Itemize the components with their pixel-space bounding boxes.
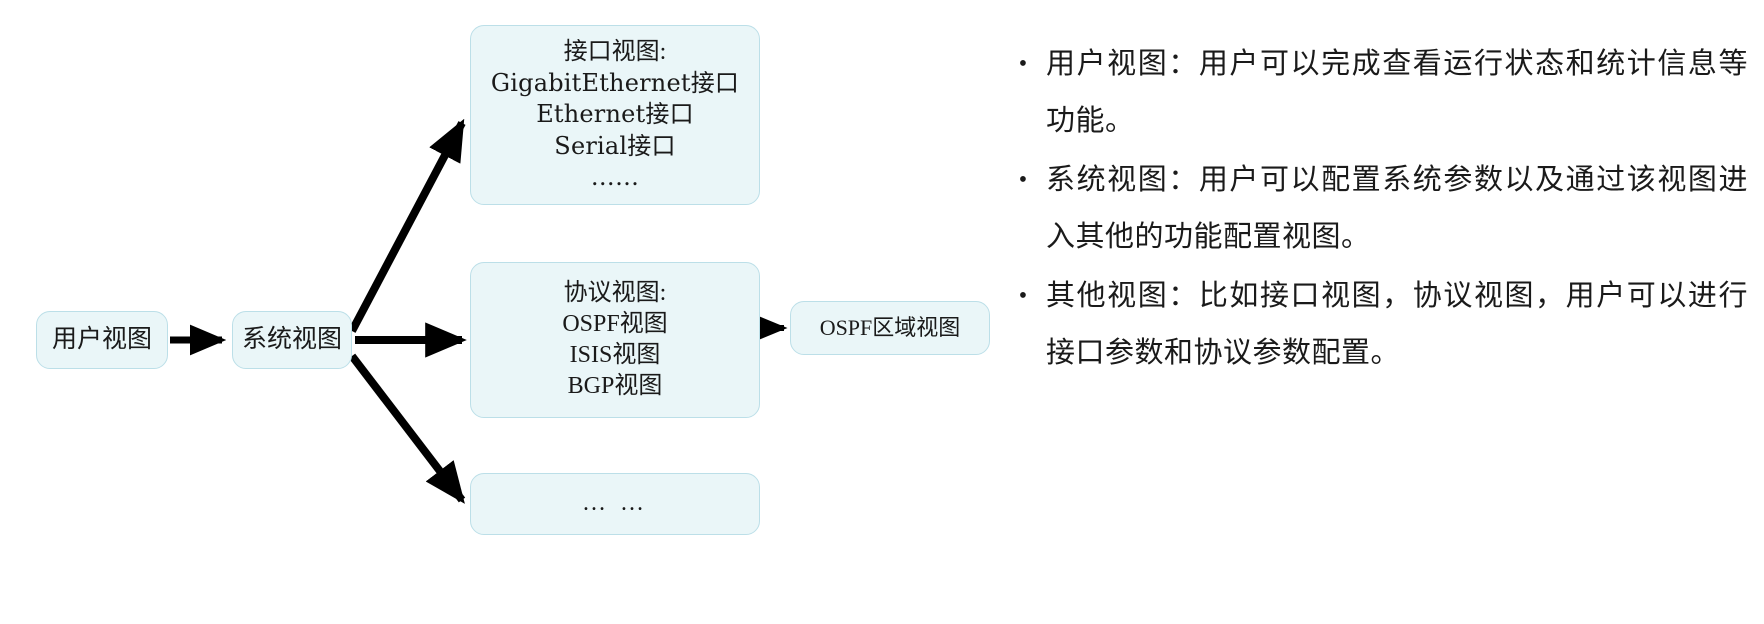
bullet-marker-icon: • [1018, 283, 1028, 309]
node-ospf-area-view-label: OSPF区域视图 [819, 314, 961, 340]
arrow-system-to-interface [348, 118, 466, 333]
node-protocol-view-item-1: ISIS视图 [569, 342, 661, 368]
arrow-system-to-more [348, 353, 466, 504]
bullet-marker-icon: • [1018, 51, 1028, 77]
node-interface-view-item-2: Serial接口 [554, 131, 676, 160]
node-interface-view-title: 接口视图: [563, 39, 667, 66]
node-ospf-area-view[interactable]: OSPF区域视图 [790, 301, 990, 355]
node-interface-view-item-3: …… [590, 162, 640, 191]
list-item: • 其他视图：比如接口视图，协议视图，用户可以进行接口参数和协议参数配置。 [1000, 268, 1748, 382]
node-protocol-view-title: 协议视图: [563, 279, 667, 306]
node-protocol-view-item-2: BGP视图 [567, 373, 663, 400]
node-system-view[interactable]: 系统视图 [232, 311, 352, 369]
node-user-view-label: 用户视图 [51, 325, 152, 353]
list-item: • 系统视图：用户可以配置系统参数以及通过该视图进入其他的功能配置视图。 [1000, 152, 1748, 266]
bullet-text-user-view: 用户视图：用户可以完成查看运行状态和统计信息等功能。 [1046, 48, 1748, 137]
bullet-list: • 用户视图：用户可以完成查看运行状态和统计信息等功能。 • 系统视图：用户可以… [1000, 36, 1748, 384]
node-interface-view[interactable]: 接口视图: GigabitEthernet接口 Ethernet接口 Seria… [470, 25, 760, 205]
list-item: • 用户视图：用户可以完成查看运行状态和统计信息等功能。 [1000, 36, 1748, 150]
node-interface-view-item-0: GigabitEthernet接口 [490, 69, 740, 98]
node-more-view-label: … … [582, 490, 648, 517]
bullet-text-other-view: 其他视图：比如接口视图，协议视图，用户可以进行接口参数和协议参数配置。 [1046, 280, 1748, 369]
node-interface-view-item-1: Ethernet接口 [536, 100, 694, 129]
node-system-view-label: 系统视图 [241, 325, 342, 353]
node-more-view[interactable]: … … [470, 473, 760, 535]
node-user-view[interactable]: 用户视图 [36, 311, 168, 369]
node-protocol-view[interactable]: 协议视图: OSPF视图 ISIS视图 BGP视图 [470, 262, 760, 418]
bullet-text-system-view: 系统视图：用户可以配置系统参数以及通过该视图进入其他的功能配置视图。 [1046, 164, 1748, 253]
bullet-marker-icon: • [1018, 167, 1028, 193]
node-protocol-view-item-0: OSPF视图 [562, 310, 668, 337]
